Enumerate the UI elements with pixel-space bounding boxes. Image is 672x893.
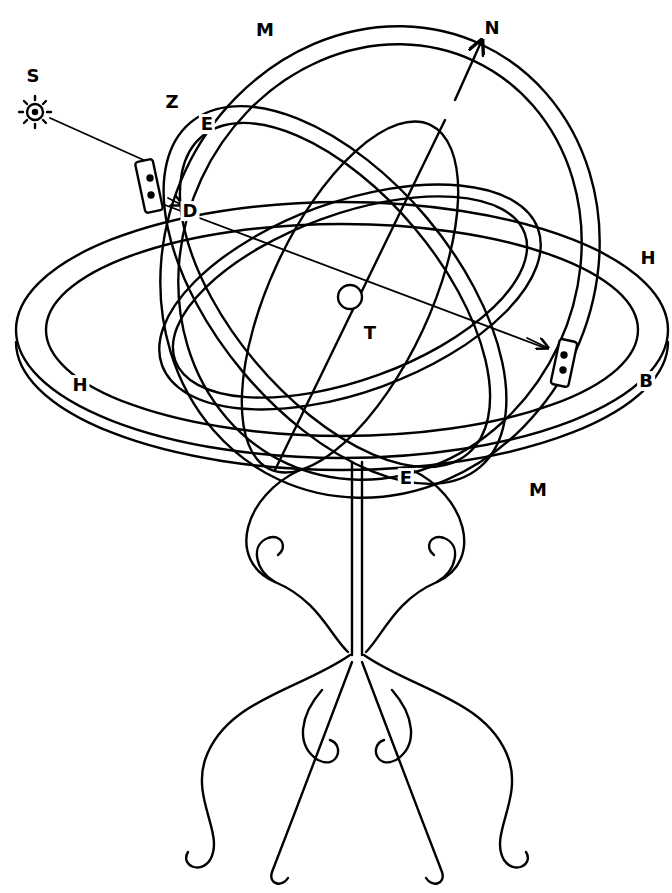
horizon-ring: [16, 202, 668, 470]
part-label: E: [398, 468, 414, 488]
part-label: N: [482, 18, 501, 38]
sight-vane: [135, 159, 578, 388]
sun-symbol: [19, 96, 51, 128]
sight-line: [165, 205, 545, 348]
part-label: E: [199, 114, 215, 134]
polar-axis: [275, 120, 445, 470]
part-label: Z: [163, 92, 180, 112]
part-label: M: [254, 20, 276, 40]
pedestal: [186, 462, 528, 884]
earth-ball: [338, 285, 362, 309]
north-arrow: [455, 40, 482, 100]
part-label: S: [25, 66, 42, 86]
arrow-b: [527, 338, 548, 348]
part-label: M: [527, 480, 549, 500]
part-label: T: [362, 323, 378, 343]
part-label: H: [70, 375, 89, 395]
part-label: H: [638, 248, 657, 268]
part-label: D: [181, 201, 200, 221]
meridian-ring: [84, 0, 672, 570]
sun-ray: [50, 118, 148, 162]
part-label: B: [637, 371, 655, 391]
